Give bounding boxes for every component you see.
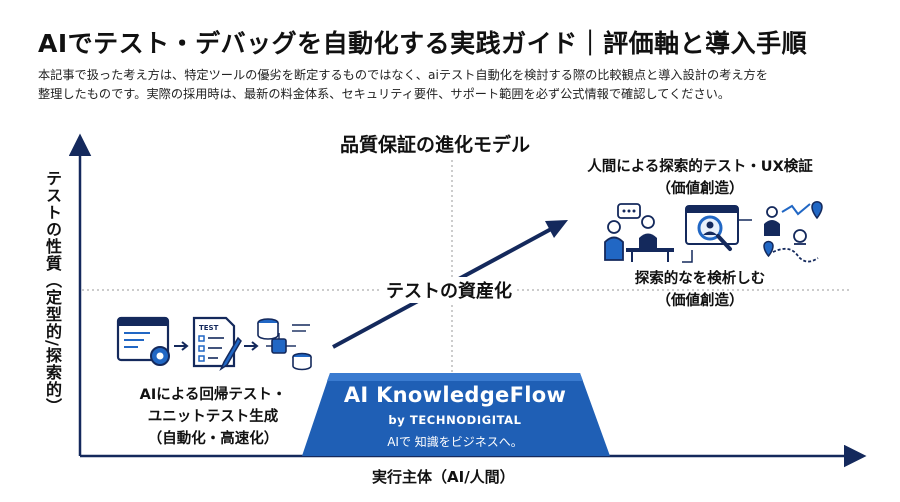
top-right-line-2: （価値創造） — [656, 181, 744, 197]
arrow-right-icon-1 — [174, 341, 189, 351]
bottom-left-line-3: （自動化・高速化） — [147, 431, 279, 447]
x-axis-label: 実行主体（AI/人間） — [372, 468, 515, 486]
meeting-people-icon — [604, 203, 674, 262]
brand-logo: AI KnowledgeFlow by TECHNODIGITAL AIで 知識… — [305, 373, 605, 458]
test-document-pencil-icon: TEST — [192, 316, 242, 372]
brand-banner — [302, 373, 610, 456]
top-right-line-3: 探索的なを検析しむ — [634, 271, 766, 287]
top-right-caption: 探索的なを検析しむ （価値創造） — [600, 268, 800, 312]
progression-arrowhead — [545, 220, 568, 238]
bottom-left-line-1: AIによる回帰テスト・ — [139, 387, 287, 403]
top-right-line-4: （価値創造） — [656, 293, 744, 309]
center-label: テストの資産化 — [382, 277, 516, 303]
brand-tagline: AIで 知識をビジネスへ。 — [387, 435, 523, 449]
magnifier-person-icon — [682, 205, 752, 263]
bottom-left-caption: AIによる回帰テスト・ ユニットテスト生成 （自動化・高速化） — [118, 384, 308, 450]
diagram-title: 品質保証の進化モデル — [340, 134, 531, 156]
code-window-gear-icon — [116, 316, 170, 366]
database-chip-icon — [257, 318, 312, 371]
y-axis-label: テストの性質（定型的/探索的） — [43, 170, 62, 415]
intro-text: 本記事で扱った考え方は、特定ツールの優劣を断定するものではなく、aiテスト自動化… — [38, 66, 868, 104]
brand-name: AI KnowledgeFlow — [343, 383, 567, 407]
arrow-right-icon-2 — [244, 341, 259, 351]
bottom-left-line-2: ユニットテスト生成 — [147, 409, 279, 425]
brand-banner-shade — [327, 373, 583, 381]
brand-byline: by TECHNODIGITAL — [388, 413, 522, 427]
top-right-line-1: 人間による探索的テスト・UX検証 — [587, 159, 813, 175]
map-route-person-icon — [763, 201, 823, 263]
top-right-heading: 人間による探索的テスト・UX検証 （価値創造） — [580, 156, 820, 200]
test-doc-label: TEST — [199, 324, 219, 332]
intro-line-2: 整理したものです。実際の採用時は、最新の料金体系、セキュリティ要件、サポート範囲… — [38, 87, 731, 101]
page-title: AIでテスト・デバッグを自動化する実践ガイド｜評価軸と導入手順 — [38, 29, 808, 58]
intro-line-1: 本記事で扱った考え方は、特定ツールの優劣を断定するものではなく、aiテスト自動化… — [38, 68, 768, 82]
